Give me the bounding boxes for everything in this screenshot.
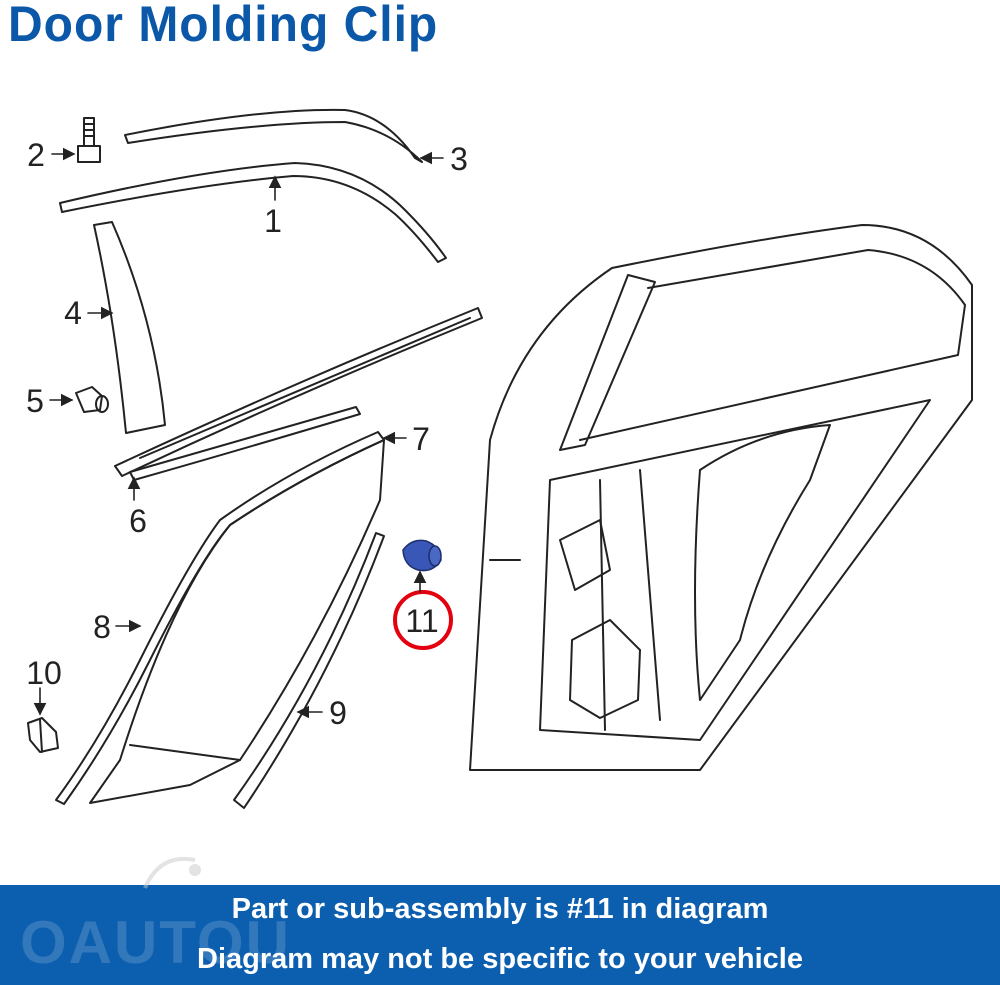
part-11-highlight-ring [393,590,453,650]
part-1-molding [59,162,447,263]
part-3-molding [124,108,423,163]
callout-2: 2 [27,137,45,173]
callout-9: 9 [329,695,347,731]
callout-7: 7 [412,421,430,457]
part-2-screw [77,117,101,163]
callout-6: 6 [129,503,147,539]
part-4-pillar [93,221,166,434]
banner-line-2: Diagram may not be specific to your vehi… [197,943,803,975]
callout-4: 4 [64,295,82,331]
callout-1: 1 [264,203,282,239]
banner-line-1: Part or sub-assembly is #11 in diagram [231,893,769,925]
callout-10: 10 [26,655,62,691]
callout-11: 11 [405,603,438,639]
watermark-text: OAUTOU [20,909,291,976]
part-8-glass [55,431,385,805]
callout-3: 3 [450,141,468,177]
part-9-channel [233,532,385,809]
part-11-clip [402,539,442,572]
part-7-strip [129,406,361,481]
part-10-clip [27,717,59,753]
door-panel [469,224,973,771]
watermark-logo [143,856,201,889]
page-title: Door Molding Clip [8,0,439,53]
callout-5: 5 [26,383,44,419]
callout-8: 8 [93,609,111,645]
info-banner: Part or sub-assembly is #11 in diagram D… [0,885,1000,985]
leader-lines [33,147,444,719]
part-5-nut [75,386,109,413]
parts-diagram: 1 2 3 4 5 6 7 8 9 10 11 [26,108,973,809]
part-6-belt-molding [114,307,483,477]
